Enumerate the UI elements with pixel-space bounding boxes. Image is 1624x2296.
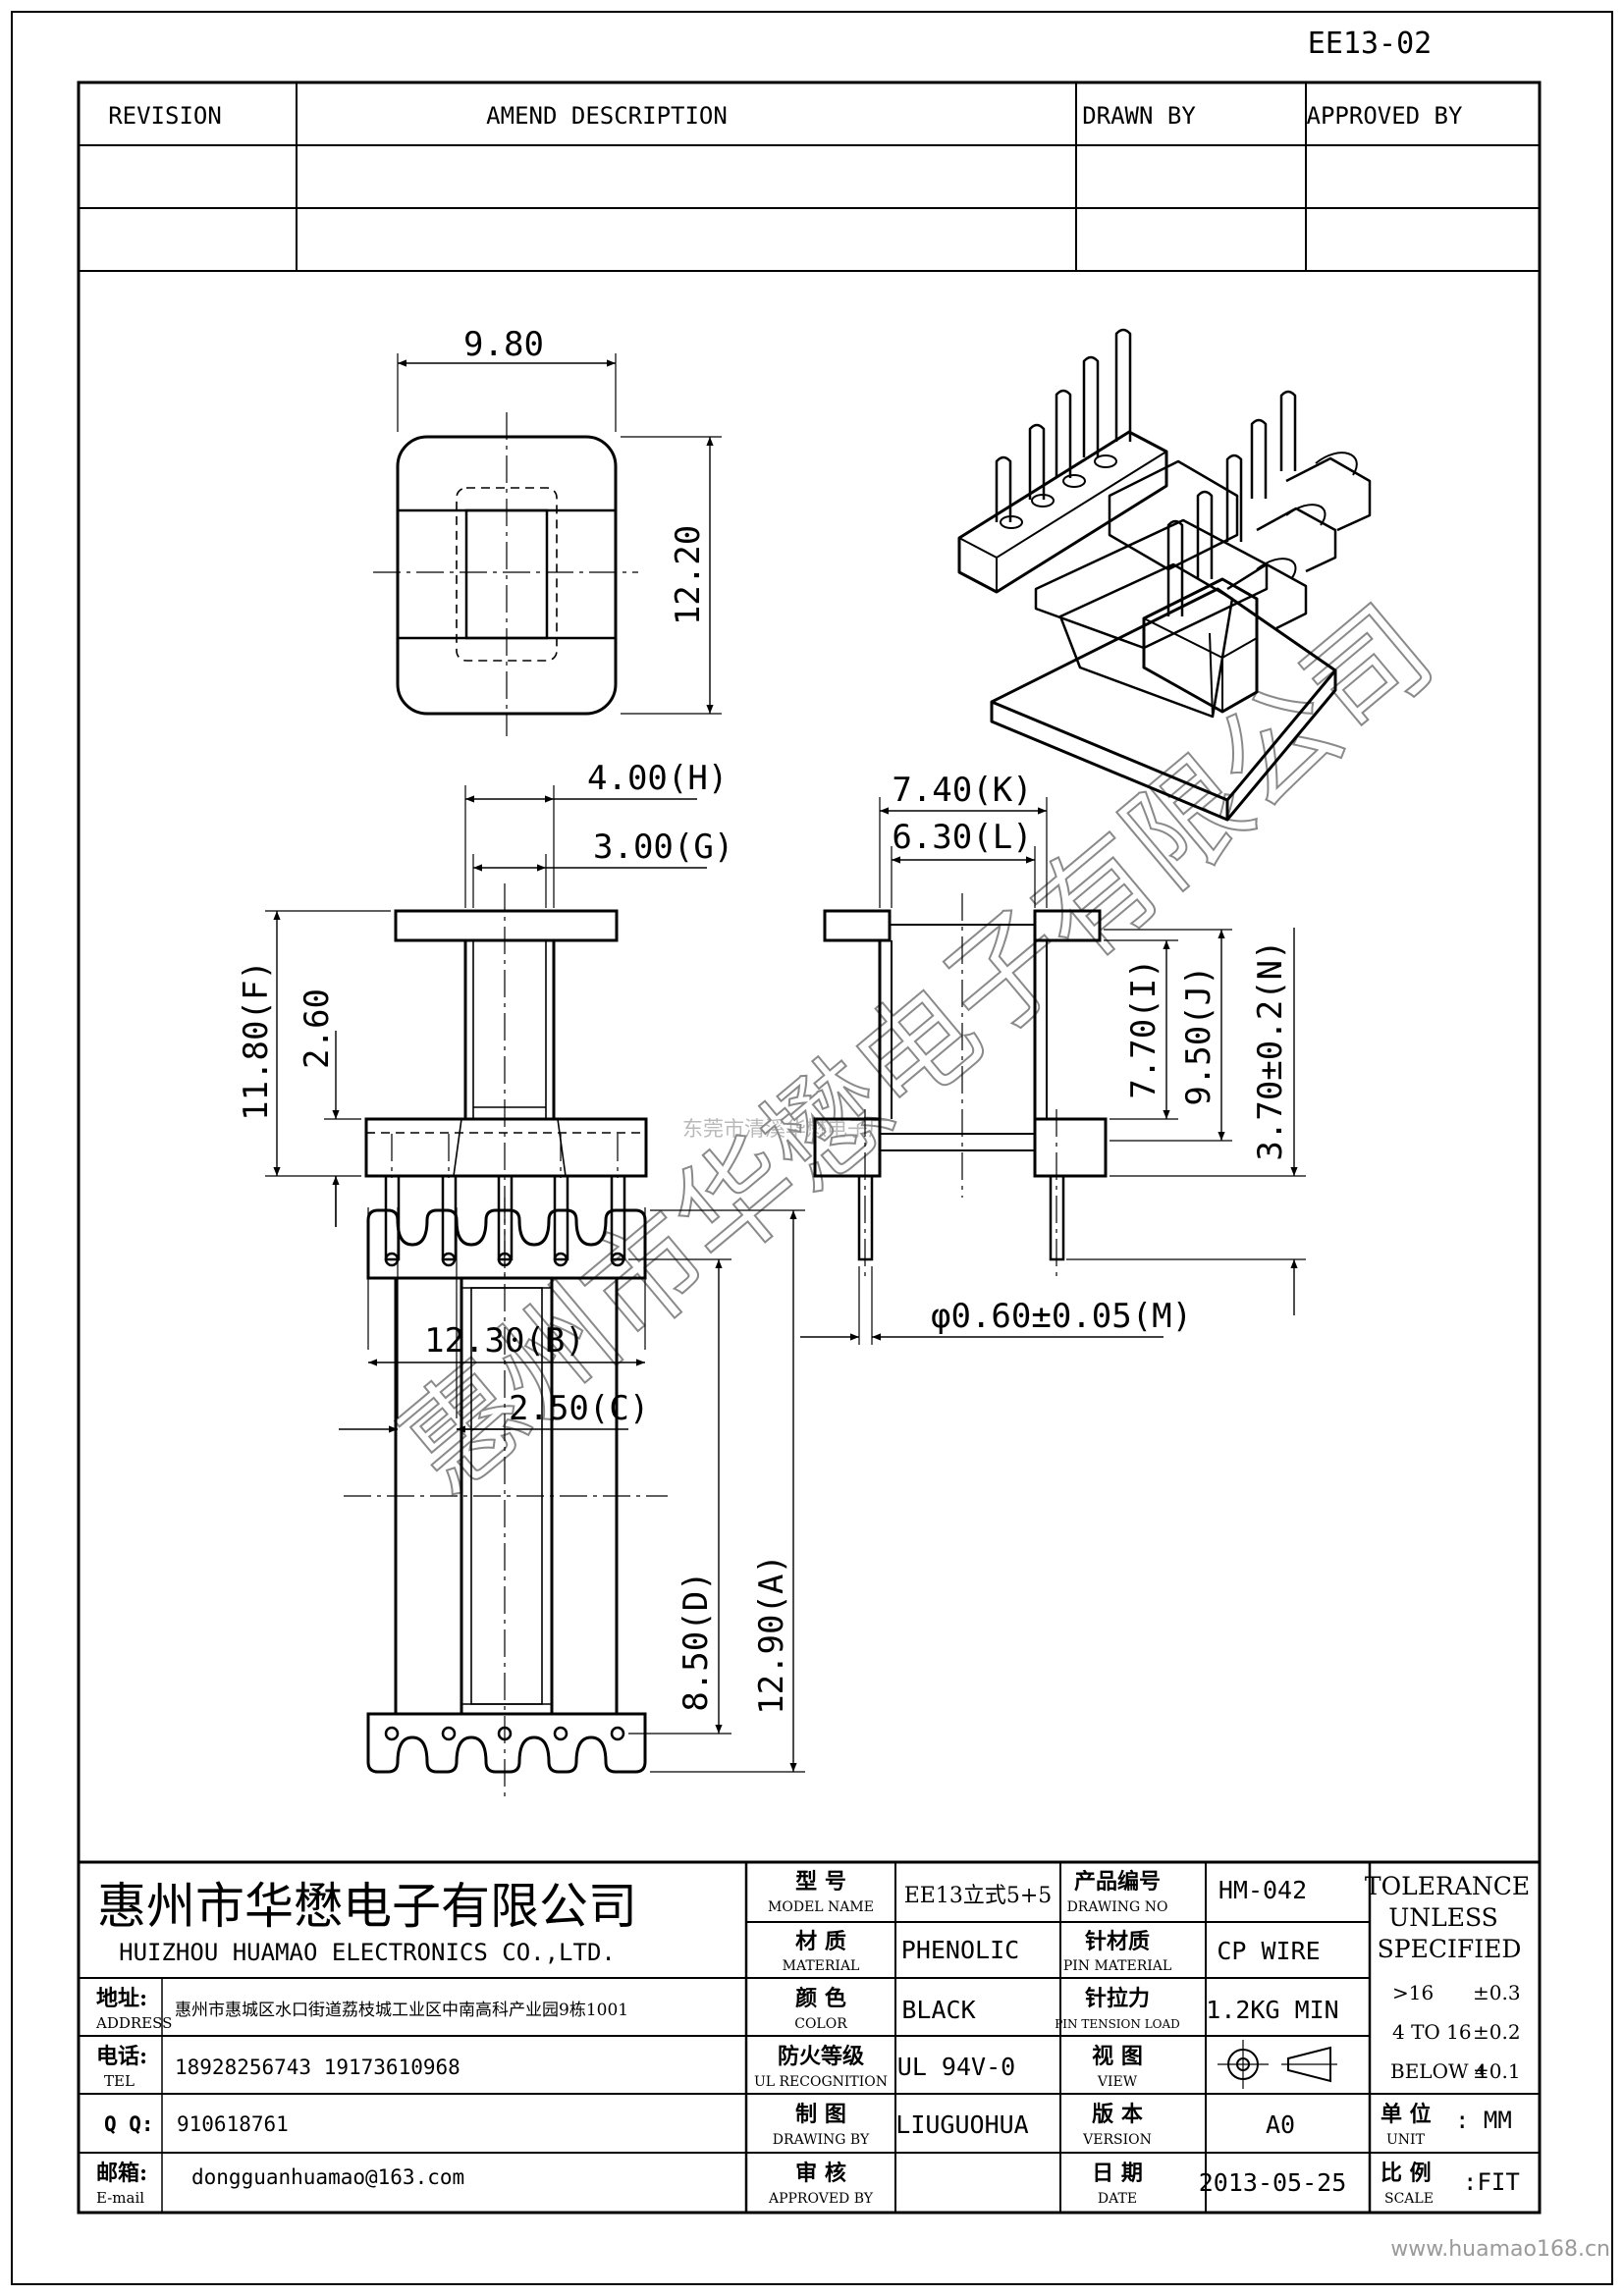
ul-value: UL 94V-0 [897,2053,1015,2081]
revision-table: REVISION AMEND DESCRIPTION DRAWN BY APPR… [79,82,1540,272]
dim-a: 12.90(A) [752,1554,791,1715]
tel-label-cn: 电话: [96,2044,147,2069]
qq-label: Q Q: [104,2112,154,2136]
tolerance-value-2: ±0.2 [1473,2020,1521,2044]
date-label-cn: 日 期 [1092,2161,1143,2186]
company-name-en: HUIZHOU HUAMAO ELECTRONICS CO.,LTD. [119,1939,616,1966]
dim-f: 11.80(F) [237,960,276,1121]
projection-symbol [1218,2040,1337,2089]
date-label-en: DATE [1098,2191,1137,2207]
drawing-label-en: DRAWING BY [773,2132,870,2148]
approved-label-cn: 审 核 [795,2161,846,2186]
unit-label-cn: 单 位 [1380,2102,1432,2127]
dim-l: 6.30(L) [892,818,1032,857]
top-view: 9.80 12.20 [373,325,722,736]
qq-value: 910618761 [177,2112,289,2136]
material-label-cn: 材 质 [795,1929,846,1954]
tolerance-line-3: SPECIFIED [1378,1935,1522,1963]
version-label-en: VERSION [1082,2132,1152,2148]
dim-m: φ0.60±0.05(M) [931,1297,1192,1336]
side-view: 7.40(K) 6.30(L) 7.70(I) 9.50(J) 3.70±0.2… [800,771,1306,1345]
tolerance-value-1: ±0.3 [1473,1981,1521,2004]
dwg-no-value: HM-042 [1218,1876,1307,1904]
material-value: PHENOLIC [901,1936,1019,1964]
dim-c: 2.50(C) [509,1389,649,1428]
version-value: A0 [1266,2110,1295,2139]
ul-label-en: UL RECOGNITION [754,2074,888,2090]
address-value: 惠州市惠城区水口街道荔枝城工业区中南高科产业园9栋1001 [175,2001,628,2020]
dwg-no-label-en: DRAWING NO [1067,1899,1168,1915]
watermark-large: 惠州市华懋电子有限公司 [377,581,1458,1519]
dim-top-height: 12.20 [669,525,708,625]
sheet-border [11,11,1613,2285]
tolerance-line-2: UNLESS [1388,1903,1498,1932]
color-value: BLACK [901,1996,975,2024]
scale-label-cn: 比 例 [1380,2161,1432,2186]
title-block: 惠州市华懋电子有限公司 HUIZHOU HUAMAO ELECTRONICS C… [79,1860,1540,2213]
approved-by-header: APPROVED BY [1307,102,1463,130]
revision-header: REVISION [108,102,222,130]
drawing-label-cn: 制 图 [795,2102,846,2127]
document-number: EE13-02 [1308,27,1432,61]
material-label-en: MATERIAL [783,1958,860,1974]
company-name-cn: 惠州市华懋电子有限公司 [97,1878,637,1935]
color-label-en: COLOR [794,2016,847,2032]
tel-value: 18928256743 19173610968 [175,2056,460,2079]
unit-label-en: UNIT [1386,2132,1426,2148]
pin-ten-value: 1.2KG MIN [1206,1996,1338,2024]
dim-g: 3.00(G) [593,828,733,867]
drawing-by-value: LIUGUOHUA [895,2110,1028,2139]
dim-flange: 2.60 [298,988,337,1069]
view-label-en: VIEW [1097,2074,1138,2090]
unit-value: : MM [1455,2107,1512,2134]
front-view: 4.00(H) 3.00(G) 11.80(F) 2.60 [237,759,733,1276]
date-value: 2013-05-25 [1199,2168,1347,2197]
dim-i: 7.70(I) [1124,958,1164,1098]
iso-pins [995,328,1297,616]
dim-k: 7.40(K) [892,771,1032,810]
tolerance-range-3: BELOW 4 [1390,2059,1488,2083]
address-label-en: ADDRESS [95,2014,172,2032]
ul-label-cn: 防火等级 [778,2044,864,2069]
dim-j: 9.50(J) [1179,965,1218,1105]
tolerance-range-2: 4 TO 16 [1392,2020,1472,2044]
tolerance-value-3: ±0.1 [1473,2059,1521,2083]
tolerance-line-1: TOLERANCE [1365,1872,1530,1900]
view-label-cn: 视 图 [1092,2044,1143,2069]
watermark-site: www.huamao168.cn [1390,2237,1610,2262]
address-label-cn: 地址: [96,1986,147,2011]
model-label-en: MODEL NAME [768,1899,874,1915]
approved-label-en: APPROVED BY [768,2191,874,2207]
email-value: dongguanhuamao@163.com [191,2165,464,2189]
watermark-small: 东莞市清溪华懋电子厂 [682,1117,889,1141]
bottom-view: 12.30(B) 2.50(C) 8.50(D) 12.90(A) [339,1198,805,1796]
dim-h: 4.00(H) [587,759,728,798]
isometric-view [957,328,1372,822]
pin-ten-label-cn: 针拉力 [1085,1986,1150,2011]
dim-top-width: 9.80 [463,325,544,364]
dim-b: 12.30(B) [424,1321,585,1361]
scale-value: :FIT [1463,2168,1520,2196]
email-label-cn: 邮箱: [96,2161,147,2186]
model-value: EE13立式5+5 [904,1884,1053,1908]
pin-mat-label-en: PIN MATERIAL [1063,1958,1171,1974]
scale-label-en: SCALE [1384,2191,1434,2207]
tel-label-en: TEL [104,2072,135,2090]
tolerance-range-1: >16 [1392,1981,1434,2004]
email-label-en: E-mail [96,2189,144,2207]
color-label-cn: 颜 色 [795,1986,846,2011]
pin-ten-label-en: PIN TENSION LOAD [1055,2017,1180,2031]
pin-mat-label-cn: 针材质 [1085,1929,1150,1954]
dwg-no-label-cn: 产品编号 [1074,1869,1161,1895]
drawn-by-header: DRAWN BY [1082,102,1196,130]
dim-d: 8.50(D) [677,1571,716,1711]
dim-n: 3.70±0.2(N) [1251,939,1290,1160]
model-label-cn: 型 号 [795,1869,846,1895]
amend-description-header: AMEND DESCRIPTION [486,102,728,130]
version-label-cn: 版 本 [1092,2102,1143,2127]
pin-mat-value: CP WIRE [1217,1937,1320,1965]
